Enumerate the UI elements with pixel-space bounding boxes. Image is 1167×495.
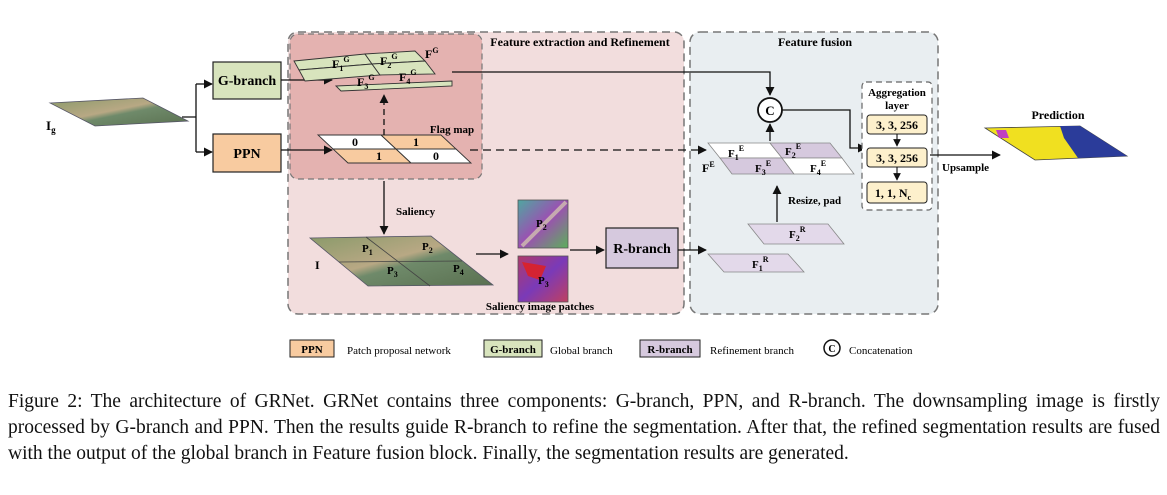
thumb-2-highlight [522,262,546,280]
fused-f2-label: F2E [785,142,801,160]
flag-map [316,134,473,164]
prediction-sea-region [1060,126,1127,158]
ppn-box [212,133,282,173]
refined-feature-f1 [707,253,805,273]
legend-ppn-key [289,339,335,358]
full-image-divider-h [338,260,463,263]
fused-f1-label: F1E [728,144,744,162]
fused-f4-label: F4E [810,159,826,177]
global-feature-f3: F3G [357,73,375,91]
fused-group-label: FE [702,160,715,175]
thumb-p3-label: P3 [538,275,549,289]
downsampled-image [48,97,190,127]
full-resolution-image [308,235,495,287]
extraction-title: Feature extraction and Refinement [490,35,669,49]
figure-caption: Figure 2: The architecture of GRNet. GRN… [8,391,1160,464]
patch-p3: P3 [387,265,398,279]
thumb-p2-label: P2 [536,218,547,232]
legend: PPN Patch proposal network G-branch Glob… [289,339,913,358]
agg-layer-1-label: 3, 3, 256 [876,118,918,132]
legend-concat-key: C [828,344,835,355]
flag-cell-1: 0 [352,135,358,149]
legend-g-key [483,339,543,358]
agg-layer-3-label: 1, 1, Nc [875,186,912,202]
architecture-diagram: Feature extraction and Refinement Featur… [46,31,1129,358]
aggregation-title-line1: Aggregation [868,87,926,99]
flag-cell-4: 0 [433,149,439,163]
ppn-label: PPN [233,147,260,162]
global-feature-f4: F4G [399,68,417,86]
global-feature-f2: F2G [380,52,398,70]
legend-g-text: Global branch [550,345,613,357]
downsampled-image-label: Ig [46,118,56,135]
prediction-label: Prediction [1031,108,1084,122]
agg-layer-3 [866,181,928,204]
refined-f1-label: F1R [752,255,769,273]
full-image-label: I [315,258,320,272]
flag-map-label: Flag map [430,124,474,136]
saliency-patches-label: Saliency image patches [486,301,595,313]
global-to-concat-arrow [452,71,775,96]
fused-f3-label: F3E [755,159,771,177]
legend-ppn-text: Patch proposal network [347,345,451,357]
global-feature-f1: F1G [332,55,350,73]
concat-symbol: C [765,103,774,118]
refined-feature-f2 [747,223,845,245]
resize-pad-label: Resize, pad [788,195,841,207]
patch-p4: P4 [453,263,464,277]
g-branch-label: G-branch [218,74,277,89]
r-branch-label: R-branch [613,242,671,257]
prediction-mark [996,130,1009,138]
saliency-label: Saliency [396,206,436,218]
legend-r-text: Refinement branch [710,345,794,357]
flag-cell-3: 1 [376,149,382,163]
concat-to-aggregation-arrow [782,109,867,153]
thumb-1-shoreline [520,200,568,248]
legend-r-key-label: R-branch [647,344,692,356]
input-connector [182,84,197,152]
fusion-title: Feature fusion [778,35,852,49]
upsample-label: Upsample [942,162,989,174]
global-feature-group-label: FG [425,46,439,61]
flag-cell-2: 1 [413,135,419,149]
legend-concat-icon [823,339,841,357]
agg-layer-2-label: 3, 3, 256 [876,151,918,165]
fused-feature-maps [707,142,855,175]
legend-g-key-label: G-branch [490,344,536,356]
legend-concat-text: Concatenation [849,345,913,357]
patch-p2: P2 [422,241,433,255]
refined-f2-label: F2R [789,225,806,243]
patch-p1: P1 [362,243,373,257]
global-feature-maps [293,50,453,92]
legend-ppn-key-label: PPN [301,344,322,356]
g-branch-box [212,61,282,100]
aggregation-title-line2: layer [885,100,909,112]
legend-r-key [639,339,701,358]
r-branch-box [605,227,679,269]
